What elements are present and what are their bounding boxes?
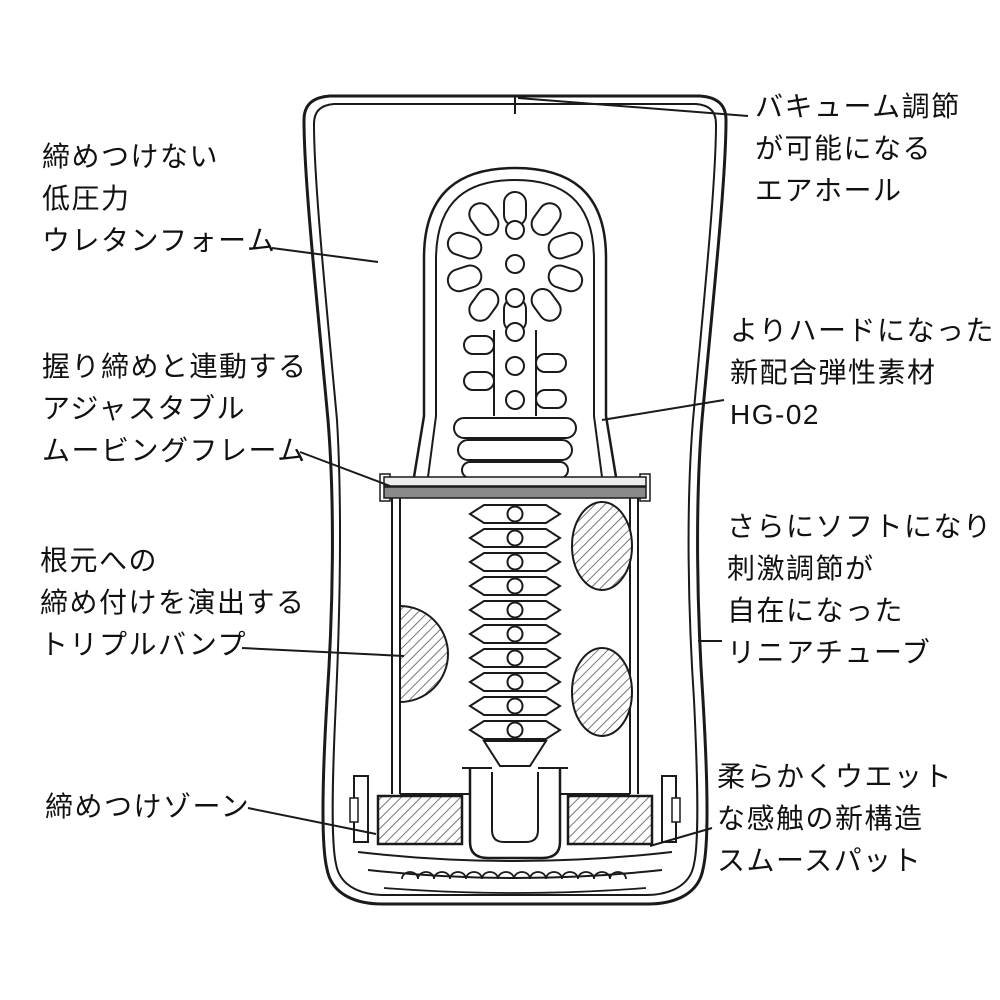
bumps-right [571, 501, 633, 737]
label-moving-frame: 握り締めと連動する アジャスタブル ムービングフレーム [42, 346, 308, 472]
label-line: よりハードになった [730, 315, 995, 346]
bump-left [399, 604, 449, 704]
label-line: 自在になった [727, 595, 905, 626]
leader-lines [241, 97, 749, 847]
coil-tube [468, 504, 562, 767]
label-line: 根元への [40, 545, 159, 576]
label-line: 握り締めと連動する [42, 351, 308, 382]
label-linear-tube: さらにソフトになり 刺激調節が 自在になった リニアチューブ [727, 506, 993, 674]
label-urethane-foam: 締めつけない 低圧力 ウレタンフォーム [42, 136, 276, 262]
ribbed-neck [453, 417, 577, 479]
smooth-pad-cap [357, 851, 673, 894]
label-triple-bump: 根元への 締め付けを演出する トリプルバンプ [40, 540, 306, 666]
leader-moving-frame [299, 451, 391, 487]
label-line: ムービングフレーム [42, 435, 307, 466]
base-pads [349, 775, 681, 846]
label-line: リニアチューブ [727, 637, 932, 668]
label-line: が可能になる [755, 133, 933, 164]
label-line: 柔らかくウエット [717, 761, 954, 792]
label-line: アジャスタブル [42, 393, 246, 424]
leader-tightening-zone [247, 807, 377, 835]
label-tightening-zone: 締めつけゾーン [45, 786, 250, 828]
label-line: バキューム調節 [755, 91, 961, 122]
label-hg02: よりハードになった 新配合弾性素材 HG-02 [730, 310, 995, 436]
moving-frame-flange [379, 473, 651, 502]
leader-air-hole [517, 97, 749, 117]
label-line: 締め付けを演出する [40, 587, 306, 618]
label-line: 締めつけない [42, 141, 220, 172]
label-air-hole: バキューム調節 が可能になる エアホール [755, 86, 961, 212]
label-line: さらにソフトになり [727, 511, 993, 542]
leader-triple-bump [241, 647, 405, 657]
label-line: 締めつけゾーン [45, 791, 251, 822]
label-line: エアホール [755, 175, 903, 206]
label-line: ウレタンフォーム [42, 225, 277, 256]
label-line: 新配合弾性素材 [730, 357, 937, 388]
leader-smooth-pad [649, 827, 713, 847]
leader-urethane-foam [271, 247, 379, 263]
label-line: スムースパット [717, 845, 923, 876]
label-line: HG-02 [730, 399, 820, 430]
label-smooth-pad: 柔らかくウエット な感触の新構造 スムースパット [717, 756, 953, 882]
leader-hg02 [601, 399, 725, 421]
gear-core [446, 191, 584, 416]
label-line: な感触の新構造 [717, 803, 924, 834]
cup-body [302, 94, 728, 906]
label-line: トリプルバンプ [40, 629, 248, 660]
center-slot [462, 767, 568, 860]
label-line: 低圧力 [42, 183, 131, 214]
label-line: 刺激調節が [727, 553, 875, 584]
